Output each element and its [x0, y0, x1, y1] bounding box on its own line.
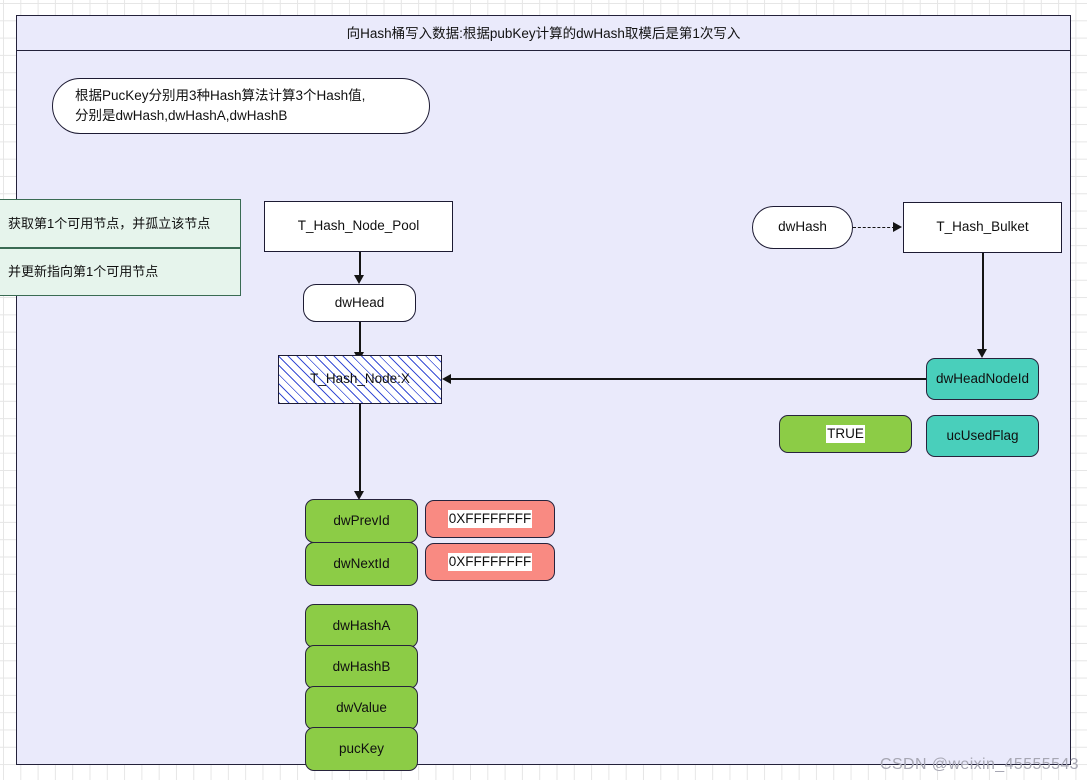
node-dw-hash-b[interactable]: dwHashB: [305, 645, 418, 689]
node-dw-hash-a[interactable]: dwHashA: [305, 604, 418, 648]
page-title: 向Hash桶写入数据:根据pubKey计算的dwHash取模后是第1次写入: [17, 16, 1070, 51]
true-value-text: TRUE: [826, 424, 865, 444]
left-note-update-pointer: 并更新指向第1个可用节点: [0, 248, 241, 296]
arrowhead-bulket-to-headnodeid-icon: [977, 349, 987, 358]
note-bubble: 根据PucKey分别用3种Hash算法计算3个Hash值, 分别是dwHash,…: [52, 78, 430, 134]
node-hash-node-pool[interactable]: T_Hash_Node_Pool: [264, 201, 453, 252]
connector-headnodeid-to-nodex: [450, 378, 926, 380]
connector-bulket-to-headnodeid: [982, 253, 984, 352]
connector-pool-to-head: [359, 252, 361, 277]
node-dw-next-id[interactable]: dwNextId: [305, 542, 418, 586]
next-id-value-text: 0XFFFFFFFF: [447, 552, 533, 572]
node-next-id-value[interactable]: 0XFFFFFFFF: [425, 543, 555, 581]
connector-nodex-to-prevfield: [359, 404, 361, 495]
node-dw-prev-id[interactable]: dwPrevId: [305, 499, 418, 543]
arrowhead-dwhash-to-bulket-icon: [893, 222, 902, 232]
node-uc-used-flag[interactable]: ucUsedFlag: [926, 415, 1039, 457]
arrowhead-pool-to-head-icon: [354, 275, 364, 284]
arrowhead-nodex-to-prevfield-icon: [354, 491, 364, 500]
node-hash-bulket[interactable]: T_Hash_Bulket: [903, 202, 1062, 253]
node-dw-value[interactable]: dwValue: [305, 686, 418, 730]
note-line-2: 分别是dwHash,dwHashA,dwHashB: [75, 108, 288, 124]
arrowhead-headnodeid-to-nodex-icon: [442, 374, 451, 384]
left-note-acquire-node: 获取第1个可用节点，并孤立该节点: [0, 199, 241, 248]
diagram-panel: 向Hash桶写入数据:根据pubKey计算的dwHash取模后是第1次写入: [16, 15, 1071, 765]
csdn-watermark: CSDN @weixin_45555543: [880, 756, 1079, 773]
node-puc-key[interactable]: pucKey: [305, 727, 418, 771]
connector-head-to-nodex: [359, 322, 361, 355]
note-line-1: 根据PucKey分别用3种Hash算法计算3个Hash值,: [75, 88, 366, 103]
node-dw-head-node-id[interactable]: dwHeadNodeId: [926, 358, 1039, 400]
node-true-value[interactable]: TRUE: [779, 415, 912, 453]
node-prev-id-value[interactable]: 0XFFFFFFFF: [425, 500, 555, 538]
prev-id-value-text: 0XFFFFFFFF: [447, 509, 533, 529]
node-dw-head[interactable]: dwHead: [303, 284, 416, 322]
node-dw-hash[interactable]: dwHash: [752, 206, 853, 249]
node-hash-node-x[interactable]: T_Hash_Node:X: [278, 355, 442, 404]
connector-dwhash-to-bulket: [853, 227, 895, 228]
